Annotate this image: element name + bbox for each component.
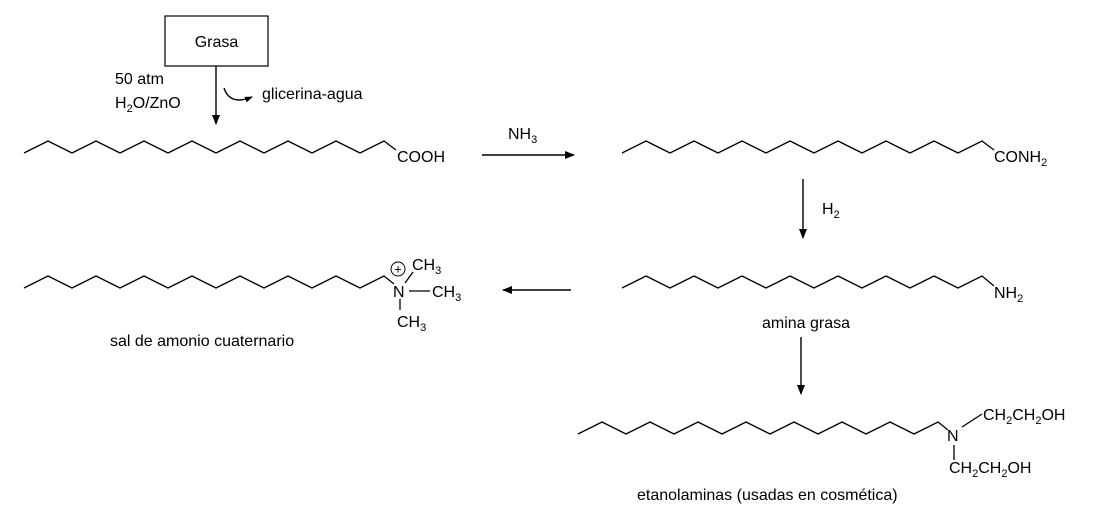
quat-chain bbox=[23, 275, 395, 289]
positive-charge-circle bbox=[390, 261, 406, 277]
ethanolamine-chain bbox=[577, 421, 949, 435]
amide-group: CONH2 bbox=[994, 149, 1047, 169]
byproduct-curved-arrow bbox=[223, 87, 253, 103]
ethanolamine-caption: etanolaminas (usadas en cosmética) bbox=[637, 487, 898, 504]
methyl-right: CH3 bbox=[432, 284, 461, 304]
ethanolamine-nitrogen: N bbox=[947, 428, 959, 445]
quat-caption: sal de amonio cuaternario bbox=[110, 333, 294, 350]
amine-group: NH2 bbox=[994, 285, 1023, 305]
hydroxyethyl-top: CH2CH2OH bbox=[983, 407, 1065, 427]
methyl-top: CH3 bbox=[412, 257, 441, 277]
amine-caption: amina grasa bbox=[762, 315, 850, 332]
acid-group: COOH bbox=[397, 149, 445, 166]
grasa-label: Grasa bbox=[195, 34, 239, 51]
positive-charge-sign: + bbox=[394, 262, 402, 277]
reagent-h2o-zno: H2O/ZnO bbox=[115, 95, 181, 115]
grasa-box bbox=[164, 15, 269, 67]
byproduct-label: glicerina-agua bbox=[262, 86, 363, 103]
bond-n-arm-up bbox=[961, 413, 983, 428]
ammonia-label: NH3 bbox=[508, 126, 537, 146]
amine-chain bbox=[621, 275, 995, 289]
acid-chain bbox=[23, 140, 397, 154]
hydrogen-label: H2 bbox=[822, 201, 840, 221]
pressure-label: 50 atm bbox=[115, 71, 164, 88]
quat-nitrogen: N bbox=[393, 284, 405, 301]
bond-n-methyl-up bbox=[404, 271, 414, 284]
methyl-bottom: CH3 bbox=[397, 314, 426, 334]
hydroxyethyl-bottom: CH2CH2OH bbox=[949, 460, 1031, 480]
amide-chain bbox=[621, 140, 995, 154]
